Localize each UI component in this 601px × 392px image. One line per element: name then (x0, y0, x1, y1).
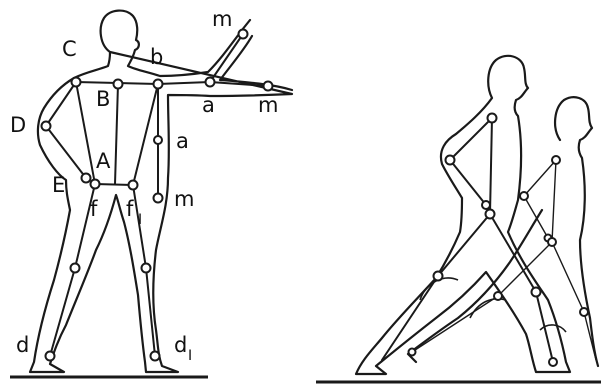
front-joint-knee-back (434, 272, 443, 281)
joint-knee-right (142, 264, 151, 273)
label-f: f (90, 197, 98, 221)
back-joint-knee-back (494, 292, 502, 300)
front-joint-wrist (482, 201, 490, 209)
back-joint-elbow (520, 192, 528, 200)
back-joint-shoulder (552, 156, 560, 164)
label-f1: f (126, 197, 134, 221)
joint-elbow-left (42, 122, 51, 131)
front-upper-arm (450, 118, 492, 160)
front-shin-back (382, 276, 438, 360)
label-A: A (96, 149, 111, 173)
trunk-right (133, 84, 158, 185)
label-a-arm: a (202, 93, 215, 117)
front-forearm (450, 160, 486, 205)
back-shin-back (412, 296, 498, 352)
joint-neck (114, 80, 123, 89)
joint-elbow-hanging (154, 136, 162, 144)
joint-ankle-left (46, 352, 55, 361)
back-joint-knee-front (580, 308, 588, 316)
joint-hand-raised (239, 30, 248, 39)
back-joint-hip (548, 238, 556, 246)
joint-hip-left (91, 180, 100, 189)
front-joint-shoulder (488, 114, 497, 123)
back-thigh-front (552, 242, 584, 312)
label-f1-subscript: I (138, 212, 142, 228)
upper-arm-right (158, 82, 210, 84)
pelvis-line (95, 184, 133, 185)
back-spine (552, 160, 556, 242)
front-joint-ankle (549, 358, 557, 366)
forearm-left (46, 126, 86, 178)
joint-wrist-right (264, 82, 273, 91)
joint-hip-right (129, 181, 138, 190)
joint-wrist-left (82, 174, 91, 183)
walking-figure-back-outline (408, 97, 598, 366)
joint-elbow-right (206, 78, 215, 87)
joint-knee-left (71, 264, 80, 273)
label-d1-subscript: I (188, 348, 192, 364)
joint-shoulder-left (72, 78, 81, 87)
front-joint-elbow (446, 156, 455, 165)
front-joint-knee-front (532, 288, 541, 297)
label-d: d (16, 333, 29, 357)
label-m-elbow: m (258, 93, 278, 117)
front-spine (490, 118, 492, 214)
label-C: C (62, 37, 77, 61)
label-a-forearm: a (176, 129, 189, 153)
label-D: D (10, 113, 26, 137)
joint-shoulder-right (154, 80, 163, 89)
label-b: b (150, 45, 163, 69)
label-m-hand: m (212, 7, 232, 31)
label-E: E (52, 173, 65, 197)
label-d1: d (174, 333, 187, 357)
joint-ankle-right (151, 352, 160, 361)
front-thigh-back (438, 214, 490, 276)
joint-wrist-hanging (154, 194, 163, 203)
label-m-wrist: m (174, 187, 194, 211)
back-joint-ankle (409, 349, 416, 356)
front-joint-hip (486, 210, 495, 219)
back-upper-arm (524, 160, 556, 196)
walking-figure-back (408, 97, 598, 366)
label-B: B (96, 87, 110, 111)
spine-line (115, 84, 118, 184)
